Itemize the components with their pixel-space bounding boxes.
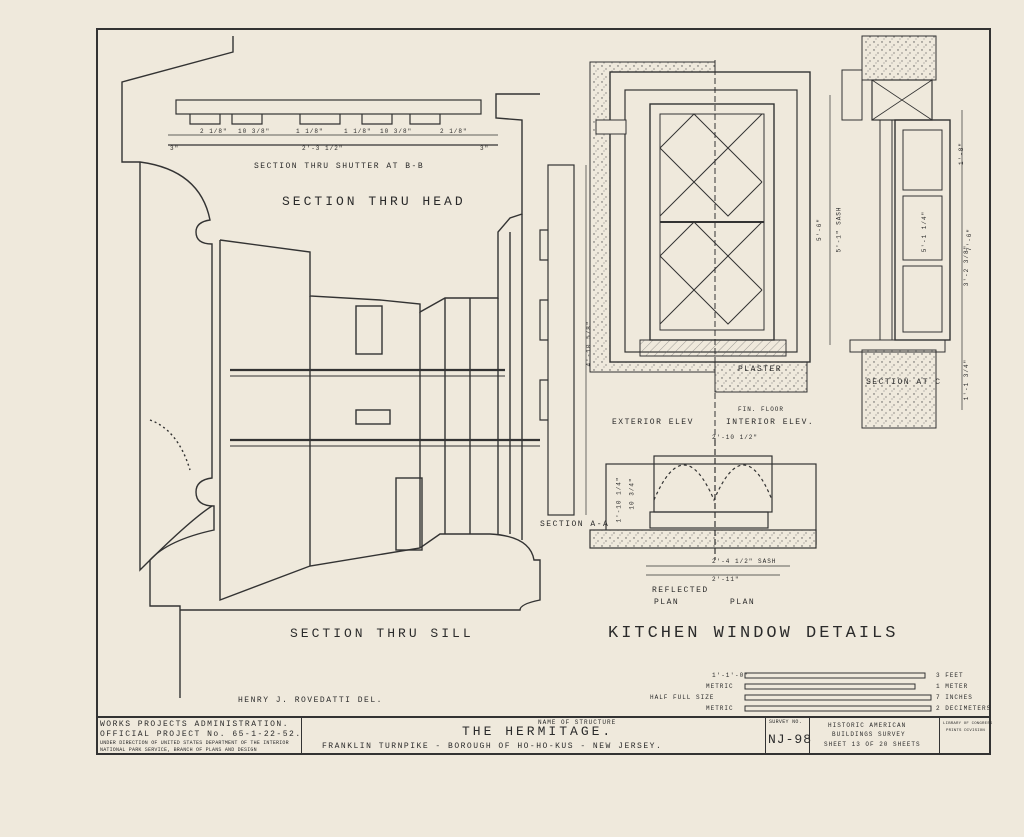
dim-right-a: 1'-8" [958, 141, 966, 166]
reflected-plan [589, 440, 817, 576]
dim-plan-left: 1'-10 1/4" [615, 476, 623, 523]
library-line-1: LIBRARY OF CONGRESS [943, 722, 993, 726]
label-section-at-c: SECTION AT C [866, 378, 942, 387]
library-cell: LIBRARY OF CONGRESS PRINTS DIVISION [940, 718, 993, 755]
scale-r1-unit: 3 FEET [936, 672, 964, 679]
window-elevation [589, 60, 811, 440]
label-interior-elev: INTERIOR ELEV. [726, 418, 815, 427]
dim-plan-bottom: 2'-11" [712, 576, 740, 583]
structure-location: FRANKLIN TURNPIKE - BOROUGH OF HO-HO-KUS… [322, 742, 663, 751]
dim-right-sill: 1'-1 3/4" [963, 358, 971, 401]
label-plan-2: PLAN [730, 598, 756, 607]
label-section-shutter: SECTION THRU SHUTTER AT B-B [254, 162, 425, 171]
drawing-border [96, 28, 991, 755]
dim-shutter-left: 3" [170, 145, 180, 152]
survey-caption: SURVEY NO. [769, 719, 803, 725]
dim-plan-left2: 10 3/4" [628, 477, 636, 510]
dim-sash-height: 5'-1" SASH [835, 206, 843, 253]
structure-name: THE HERMITAGE. [462, 724, 614, 739]
label-fin-floor: FIN. FLOOR [738, 406, 785, 413]
title-block: WORKS PROJECTS ADMINISTRATION. OFFICIAL … [96, 716, 993, 755]
dim-window-height: 5'-6" [816, 217, 824, 242]
scale-r1-label: 1'-1'-0" [712, 672, 749, 679]
title-structure-cell: NAME OF STRUCTURE THE HERMITAGE. FRANKLI… [302, 718, 766, 755]
section-aa-strip [539, 164, 587, 516]
label-exterior-elev: EXTERIOR ELEV [612, 418, 694, 427]
habs-cell: HISTORIC AMERICAN BUILDINGS SURVEY SHEET… [810, 718, 940, 755]
scale-r4-unit: 2 DECIMETERS [936, 705, 992, 712]
scale-r4-label: METRIC [706, 705, 734, 712]
drawn-by: HENRY J. ROVEDATTI DEL. [238, 696, 383, 705]
dim-shutter-total: 2'-3 1/2" [302, 145, 344, 152]
title-agency-cell: WORKS PROJECTS ADMINISTRATION. OFFICIAL … [96, 718, 302, 755]
label-plaster: PLASTER [738, 365, 783, 374]
dim-right-c: 5'-1 1/4" [921, 210, 929, 253]
dim-plan-top: 2'-10 1/2" [712, 434, 759, 441]
label-section-head: SECTION THRU HEAD [282, 194, 466, 209]
label-reflected: REFLECTED [652, 586, 709, 595]
scale-r2-label: METRIC [706, 683, 734, 690]
scale-bars [744, 672, 932, 712]
under-direction-2: NATIONAL PARK SERVICE, BRANCH OF PLANS A… [100, 747, 257, 753]
label-plan-1: PLAN [654, 598, 680, 607]
dim-shutter-b: 10 3/8" [238, 128, 271, 135]
label-section-sill: SECTION THRU SILL [290, 626, 474, 641]
shutter-section [168, 99, 498, 146]
scale-r3-label: HALF FULL SIZE [650, 694, 715, 701]
habs-line-1: HISTORIC AMERICAN [828, 722, 907, 729]
dim-plan-sash: 2'-4 1/2" SASH [712, 558, 777, 565]
dim-shutter-e: 10 3/8" [380, 128, 413, 135]
sheet-number: SHEET 13 OF 20 SHEETS [824, 741, 921, 748]
dim-shutter-c: 1 1/8" [296, 128, 324, 135]
library-line-2: PRINTS DIVISION [946, 729, 986, 733]
section-head-sill-profile [121, 36, 541, 698]
section-at-c [829, 35, 963, 429]
habs-line-2: BUILDINGS SURVEY [832, 731, 906, 738]
project-number: OFFICIAL PROJECT No. 65-1-22-52. [100, 730, 302, 739]
structure-caption: NAME OF STRUCTURE [538, 719, 617, 726]
sheet-title: KITCHEN WINDOW DETAILS [608, 624, 899, 643]
scale-r3-unit: 7 INCHES [936, 694, 973, 701]
agency: WORKS PROJECTS ADMINISTRATION. [100, 720, 290, 729]
dim-shutter-f: 2 1/8" [440, 128, 468, 135]
dim-shutter-d: 1 1/8" [344, 128, 372, 135]
dim-shutter-right: 3" [480, 145, 490, 152]
label-section-aa: SECTION A-A [540, 520, 610, 529]
survey-number: NJ-98 [768, 732, 813, 747]
under-direction-1: UNDER DIRECTION OF UNITED STATES DEPARTM… [100, 740, 289, 746]
dim-shutter-a: 2 1/8" [200, 128, 228, 135]
scale-r2-unit: 1 METER [936, 683, 969, 690]
survey-cell: SURVEY NO. NJ-98 [766, 718, 813, 755]
dim-right-b: 3'-2 3/8" [963, 244, 971, 287]
dim-section-aa-total: 4'-10 5/8" [585, 320, 593, 367]
